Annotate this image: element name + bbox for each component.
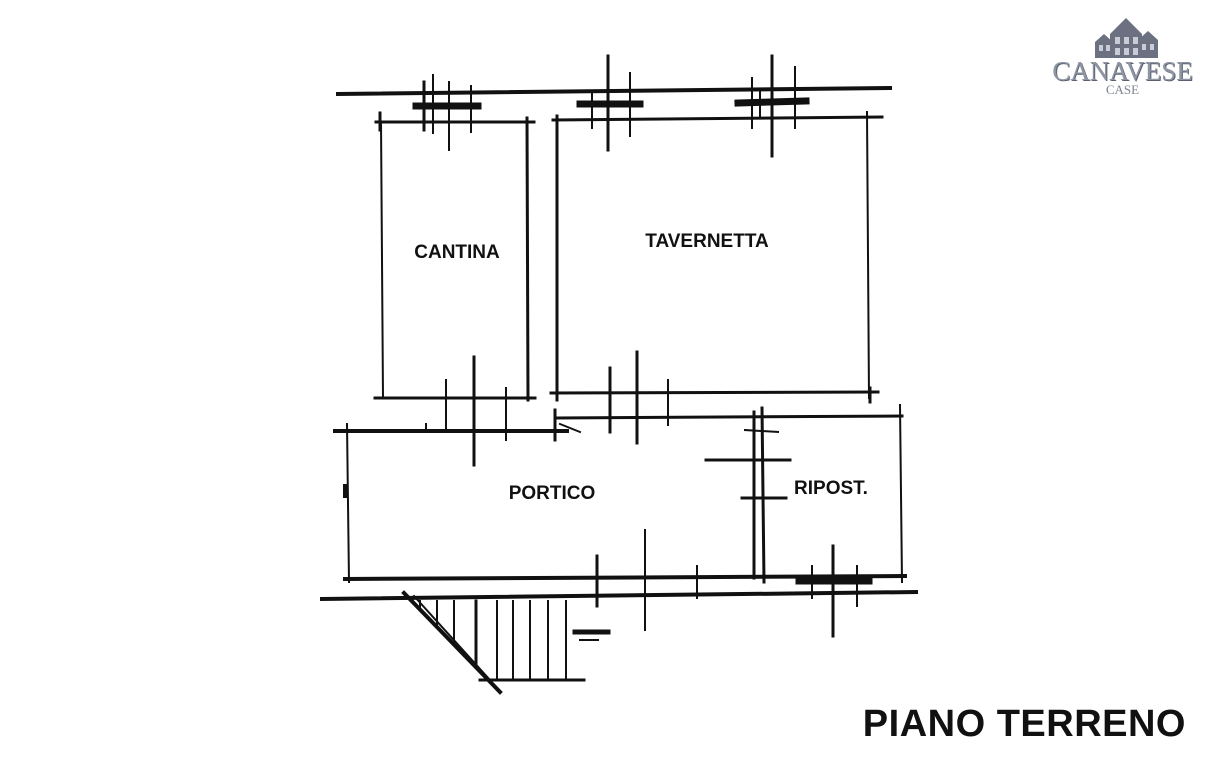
tavernetta-room-walls bbox=[549, 110, 884, 404]
floor-title: PIANO TERRENO bbox=[862, 703, 1186, 745]
top-windows bbox=[412, 54, 810, 158]
staircase bbox=[401, 590, 611, 695]
logo-sub: CASE bbox=[1105, 82, 1140, 97]
room-label-tavernetta: TAVERNETTA bbox=[645, 231, 769, 252]
room-label-ripostiglio: RIPOST. bbox=[794, 478, 868, 499]
ripostiglio-walls bbox=[704, 403, 904, 638]
room-label-cantina: CANTINA bbox=[414, 242, 500, 263]
cantina-room-walls bbox=[373, 111, 537, 402]
room-label-portico: PORTICO bbox=[509, 483, 596, 504]
portico-walls bbox=[319, 350, 919, 631]
canavese-case-logo: CANAVESE CASE bbox=[1040, 12, 1205, 102]
houses-logo-icon bbox=[1095, 18, 1158, 58]
logo-name: CANAVESE bbox=[1052, 56, 1193, 86]
top-wall-line bbox=[335, 85, 893, 97]
